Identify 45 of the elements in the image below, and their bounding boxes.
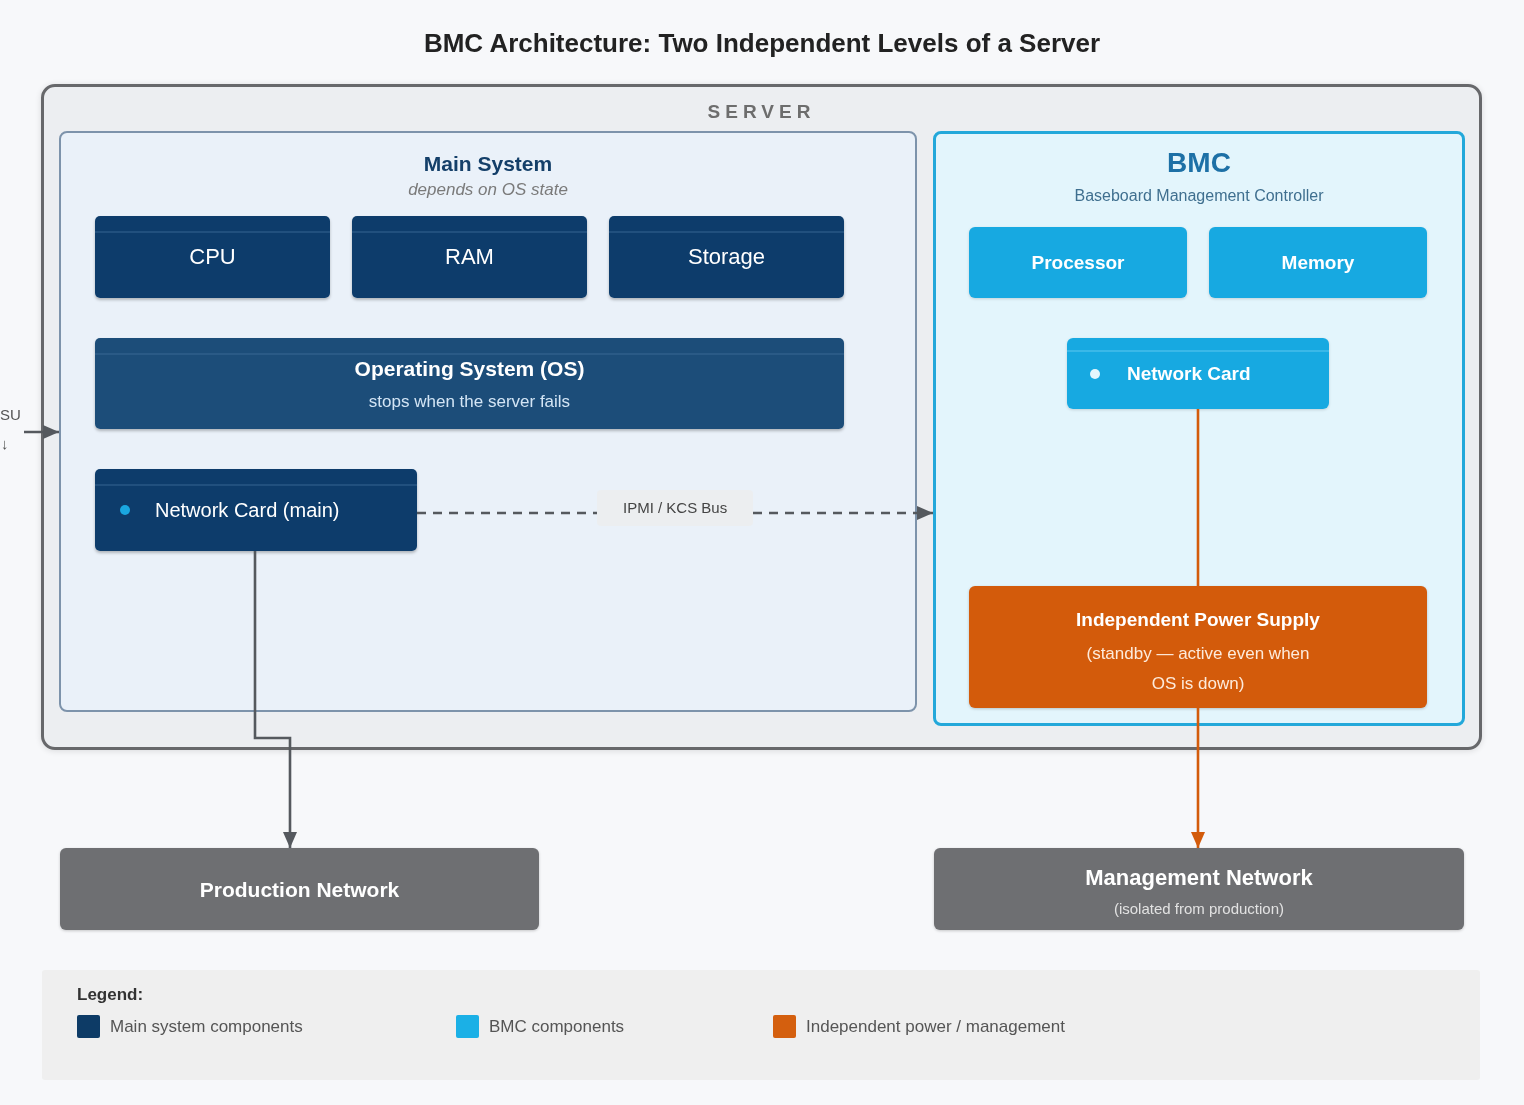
network-label: Management Network [1085, 865, 1313, 891]
arrow [1191, 708, 1205, 848]
power-supply-box [969, 586, 1427, 708]
panel-subtitle: depends on OS state [408, 180, 568, 200]
component-label: Network Card (main) [155, 498, 340, 522]
edge-label: IPMI / KCS Bus [597, 490, 754, 526]
bmc-panel [933, 131, 1465, 726]
component-label: RAM [445, 244, 494, 270]
server-frame [41, 84, 1482, 750]
legend-label: Main system components [110, 1016, 303, 1037]
arrow [24, 425, 59, 439]
component-box [95, 216, 330, 298]
network-box [934, 848, 1464, 930]
component-box [352, 216, 587, 298]
component-label: Memory [1281, 251, 1355, 274]
panel-title: BMC [1167, 146, 1231, 179]
component-label: Storage [687, 244, 766, 270]
diagram-title: BMC Architecture: Two Independent Levels of a Server [423, 28, 1101, 58]
component-title: Independent Power Supply [1076, 608, 1320, 631]
component-box [1209, 227, 1427, 298]
component-label: CPU [189, 244, 236, 270]
component-subtitle: (standby — active even when OS is down) [1085, 643, 1311, 695]
legend-title: Legend: [77, 985, 144, 1005]
legend-label: Independent power / management [806, 1016, 1065, 1037]
network-label: Production Network [199, 876, 400, 902]
panel-subtitle: Baseboard Management Controller [1074, 186, 1324, 205]
panel-title: Main System [423, 151, 553, 176]
component-title: Operating System (OS) [354, 356, 585, 381]
network-box [60, 848, 539, 930]
os-box [95, 338, 844, 429]
component-label: Network Card [1127, 362, 1251, 385]
component-box [969, 227, 1187, 298]
connector-line [1196, 409, 1200, 586]
network-subtitle: (isolated from production) [1113, 900, 1285, 918]
network-card-box [1067, 338, 1329, 409]
component-label: Processor [1031, 251, 1125, 274]
cut-off-label: SU [0, 406, 24, 436]
legend-label: BMC components [489, 1016, 625, 1037]
cut-off-label: ↓ [1, 436, 9, 452]
network-card-box [95, 469, 417, 551]
component-subtitle: stops when the server fails [368, 392, 571, 412]
main-system-panel [59, 131, 917, 712]
section-label: SERVER [707, 101, 816, 123]
arrow [253, 551, 297, 848]
component-box [609, 216, 844, 298]
